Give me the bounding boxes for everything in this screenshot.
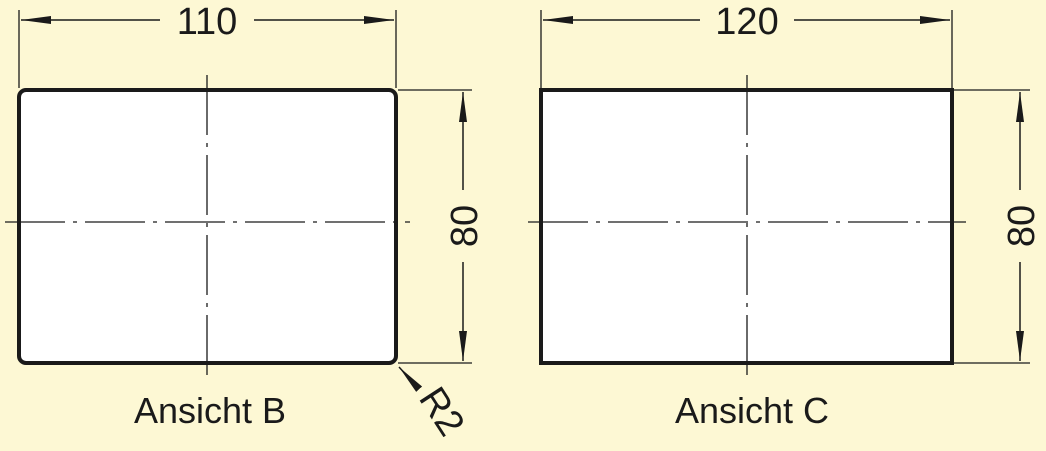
radius-dimension: R2 <box>410 380 472 444</box>
view-c: 120 80 Ansicht C <box>528 1 1043 431</box>
width-dimension-b: 110 <box>177 1 238 43</box>
width-dimension-c: 120 <box>715 1 778 43</box>
view-c-label: Ansicht C <box>675 390 829 431</box>
radius-leader <box>398 366 423 392</box>
height-dimension-c: 80 <box>1001 205 1043 247</box>
view-b-label: Ansicht B <box>134 390 286 431</box>
view-b: 110 80 R2 Ansicht B <box>5 1 486 444</box>
height-dimension-b: 80 <box>444 205 486 247</box>
